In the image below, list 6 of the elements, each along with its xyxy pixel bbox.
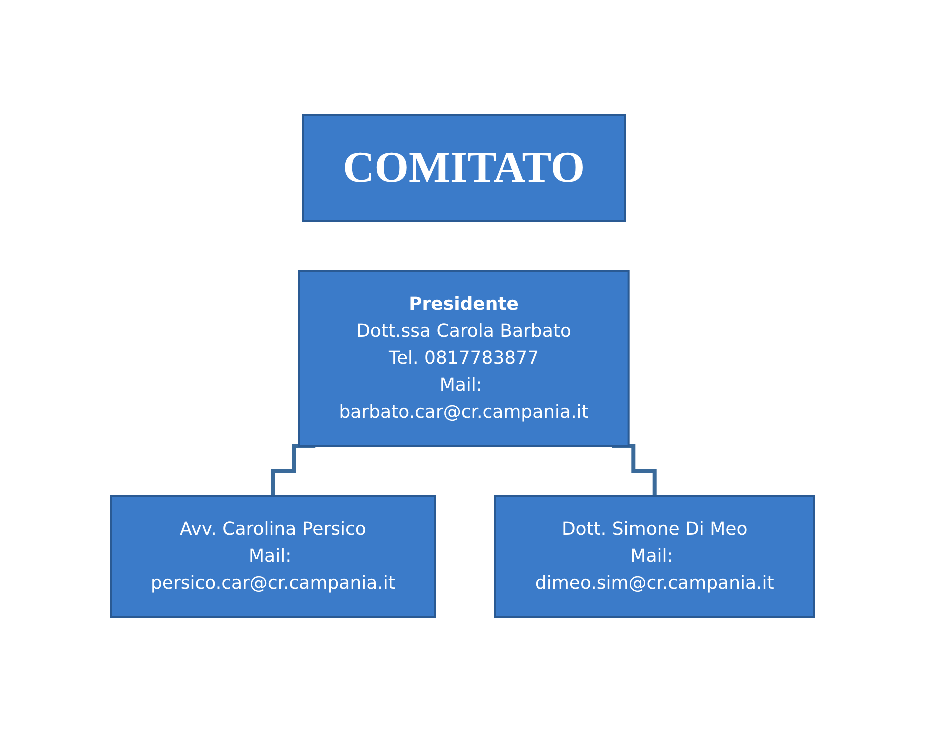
node-box: COMITATO [302,114,626,222]
node-box: Presidente Dott.ssa Carola Barbato Tel. 0817783877 Mail: barbato.car@cr.campania.it [298,270,630,446]
connector [271,444,316,498]
node-box: Dott. Simone Di Meo Mail: dimeo.sim@cr.campania.it [494,494,816,618]
node-box: Avv. Carolina Persico Mail: persico.car@cr.campania.it [110,494,436,618]
connector [612,444,657,498]
